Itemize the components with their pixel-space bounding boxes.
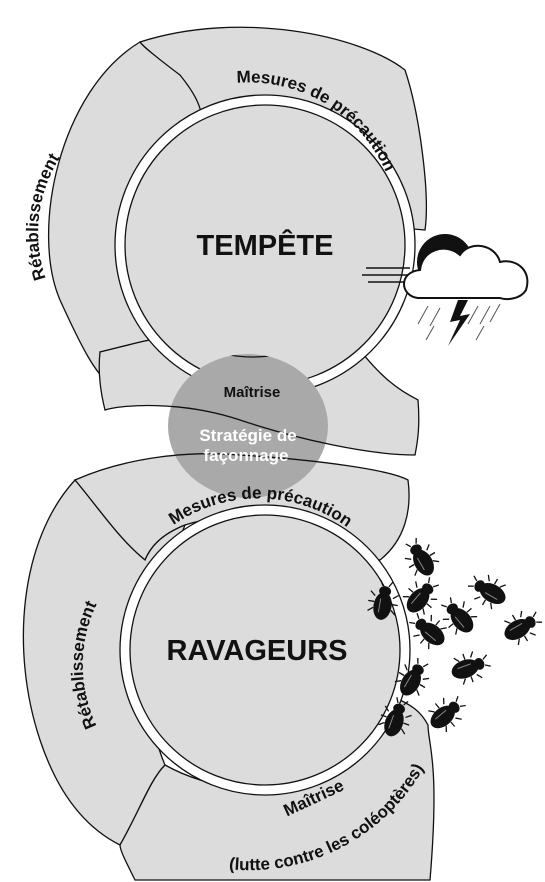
- bark-beetle-icon: [394, 657, 430, 696]
- overlap-label-line2: façonnage: [203, 446, 288, 465]
- storm-cloud-icon: [362, 234, 529, 346]
- bark-beetles: [367, 537, 543, 737]
- bark-beetle-icon: [428, 696, 466, 733]
- bark-beetle-icon: [367, 580, 399, 620]
- bark-beetle-icon: [441, 597, 478, 635]
- bark-beetle-icon: [409, 613, 447, 650]
- storm-cycle: [48, 26, 427, 456]
- overlap-lens: [168, 354, 328, 498]
- bark-beetle-icon: [404, 537, 440, 576]
- strategy-overlap: Maîtrise Stratégie de façonnage: [168, 354, 328, 498]
- bark-beetle-icon: [504, 610, 543, 646]
- pest-hub: [129, 514, 401, 786]
- bark-beetle-icon: [451, 651, 491, 685]
- overlap-label-line1: Stratégie de: [199, 426, 296, 445]
- bark-beetle-icon: [467, 574, 506, 610]
- storm-control-label: Maîtrise: [224, 384, 281, 401]
- bark-beetle-icon: [402, 577, 439, 615]
- storm-hub-label: TEMPÊTE: [197, 228, 334, 262]
- pest-hub-label: RAVAGEURS: [167, 635, 348, 667]
- bark-beetle-icon: [378, 697, 412, 737]
- pest-cycle: [22, 453, 435, 881]
